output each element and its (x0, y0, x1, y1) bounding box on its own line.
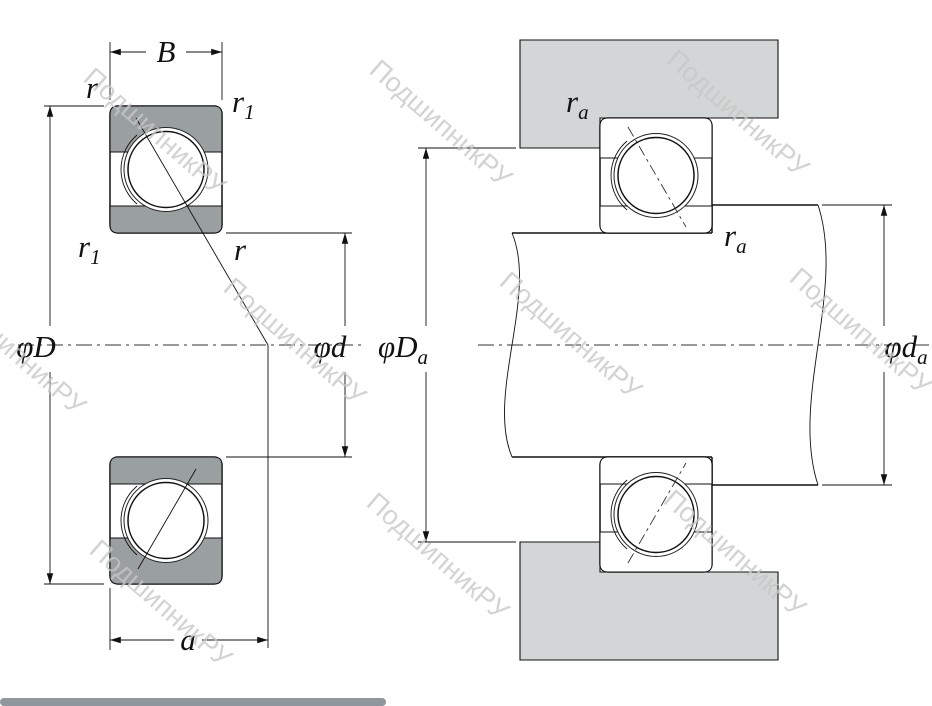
label-contact-offset: a (180, 622, 196, 657)
label-chamfer-r1-top-right: r1 (232, 84, 255, 124)
dimension-bore-diameter: φd (226, 232, 352, 458)
ball-bottom (617, 475, 695, 554)
shaft-break-right (809, 204, 827, 486)
cage-top (610, 140, 628, 211)
inner-ring-bottom (599, 456, 713, 485)
shaft-break-left (504, 232, 520, 458)
watermark: ПодшипникРУ (494, 266, 648, 406)
horizontal-scrollbar[interactable] (0, 698, 386, 706)
label-bore-diameter: φd (314, 329, 347, 364)
cage-bottom (120, 485, 138, 556)
contact-angle-line-top (135, 117, 269, 346)
label-shaft-shoulder-diameter: φda (884, 329, 927, 369)
inner-ring-bottom (109, 456, 223, 485)
housing-bottom (519, 541, 779, 661)
label-width-B: B (157, 34, 176, 69)
dimension-shaft-shoulder-diameter: φda (822, 204, 928, 486)
cage-bottom (610, 479, 628, 550)
contact-angle-line-bottom (137, 468, 197, 570)
label-housing-shoulder-diameter: φDa (378, 329, 428, 369)
mounted-bearing-bottom-section (599, 456, 713, 573)
housing-top (519, 39, 779, 149)
label-chamfer-r-top-left: r (86, 70, 99, 105)
label-shaft-fillet-ra: ra (724, 218, 747, 258)
contact-angle-line-top (627, 126, 687, 228)
bearing-bottom-section (109, 456, 223, 585)
label-outer-diameter: φD (16, 329, 56, 364)
ball-top (617, 136, 695, 215)
right-view-mounting: ra ra φDa φda (378, 39, 930, 661)
dimension-outer-diameter: φD (16, 105, 104, 585)
label-chamfer-r1-mid-left: r1 (78, 229, 101, 269)
label-housing-fillet-ra: ra (566, 84, 589, 124)
left-view-bearing-cross-section: B r r1 r1 r φD φd a (16, 34, 362, 657)
watermark: ПодшипникРУ (218, 272, 372, 412)
dimension-contact-offset-a: a (109, 588, 268, 657)
mounted-bearing-top-section (599, 117, 713, 234)
label-chamfer-r-mid-right: r (234, 232, 247, 267)
watermark: ПодшипникРУ (364, 54, 518, 194)
inner-ring-top (599, 205, 713, 234)
dimension-housing-shoulder-diameter: φDa (378, 147, 516, 543)
dimension-B: B (109, 34, 223, 100)
cage-top (120, 134, 138, 205)
contact-angle-line-bottom (627, 462, 687, 564)
inner-ring-top (109, 205, 223, 234)
watermark: ПодшипникРУ (361, 487, 515, 627)
